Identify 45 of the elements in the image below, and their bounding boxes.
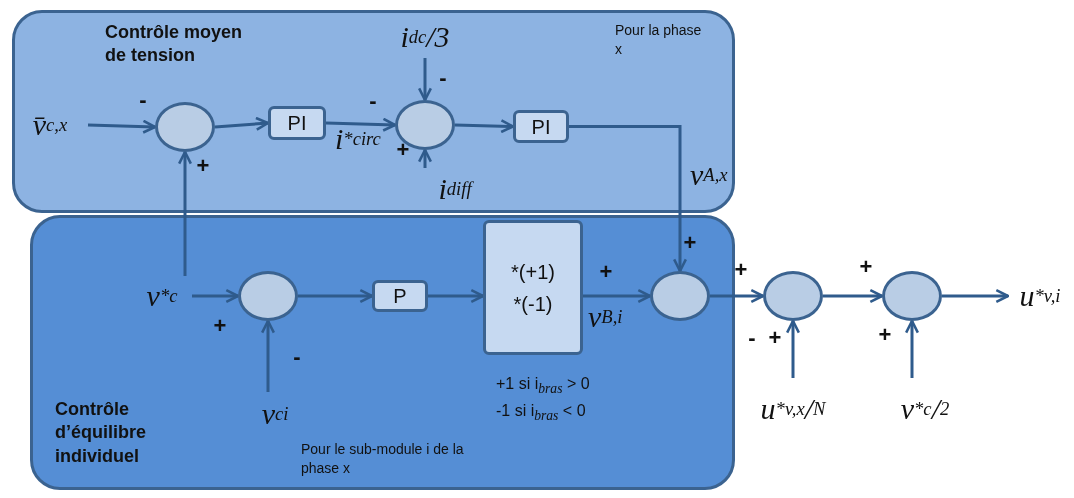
sign-label: - xyxy=(439,67,447,89)
sign-label: - xyxy=(139,89,147,111)
sign-multiplier-block: *(+1) *(-1) xyxy=(483,220,583,355)
control-panel xyxy=(30,215,735,490)
sign-label: + xyxy=(683,232,697,254)
signal-arrow xyxy=(417,58,433,102)
panel-title: Contrôle moyen de tension xyxy=(105,21,243,68)
sign-label: + xyxy=(599,261,613,283)
signal-arrow xyxy=(260,319,276,392)
signal-arrow xyxy=(177,150,193,276)
sign-label: + xyxy=(196,155,210,177)
signal-arrow xyxy=(417,148,433,168)
signal-arrow xyxy=(569,125,688,273)
signal-arrow xyxy=(583,288,652,304)
summing-junction xyxy=(882,271,942,321)
signal-arrow xyxy=(192,288,240,304)
condition-note: +1 si i$_{bras}$ > 0 -1 si i$_{bras}$ < 0 xyxy=(496,374,590,426)
control-panel xyxy=(12,10,735,213)
controller-block: P xyxy=(372,280,428,312)
sign-label: + xyxy=(859,256,873,278)
sign-label: - xyxy=(369,90,377,112)
signal-arrow xyxy=(904,319,920,378)
signal-arrow xyxy=(823,288,884,304)
signal-arrow xyxy=(454,119,515,134)
signal-arrow xyxy=(710,288,765,304)
sign-label: + xyxy=(878,324,892,346)
signal-arrow xyxy=(298,288,374,304)
sign-label: + xyxy=(396,139,410,161)
signal-arrow xyxy=(785,319,801,378)
sign-label: - xyxy=(293,346,301,368)
controller-block: PI xyxy=(268,106,326,140)
note-text: Pour la phase x xyxy=(615,21,703,59)
panel-title: Contrôle d’équilibre individuel xyxy=(55,398,147,468)
signal-arrow xyxy=(87,119,157,134)
controller-block: PI xyxy=(513,110,569,143)
sign-label: - xyxy=(748,327,756,349)
signal-arrow xyxy=(942,288,1010,304)
sign-label: + xyxy=(213,315,227,337)
signal-arrow xyxy=(428,288,485,304)
sign-label: + xyxy=(768,327,782,349)
sign-label: + xyxy=(734,259,748,281)
signal-arrow xyxy=(214,116,270,131)
note-text: Pour le sub-module i de la phase x xyxy=(301,440,465,478)
summing-junction xyxy=(763,271,823,321)
signal-arrow xyxy=(325,117,397,132)
